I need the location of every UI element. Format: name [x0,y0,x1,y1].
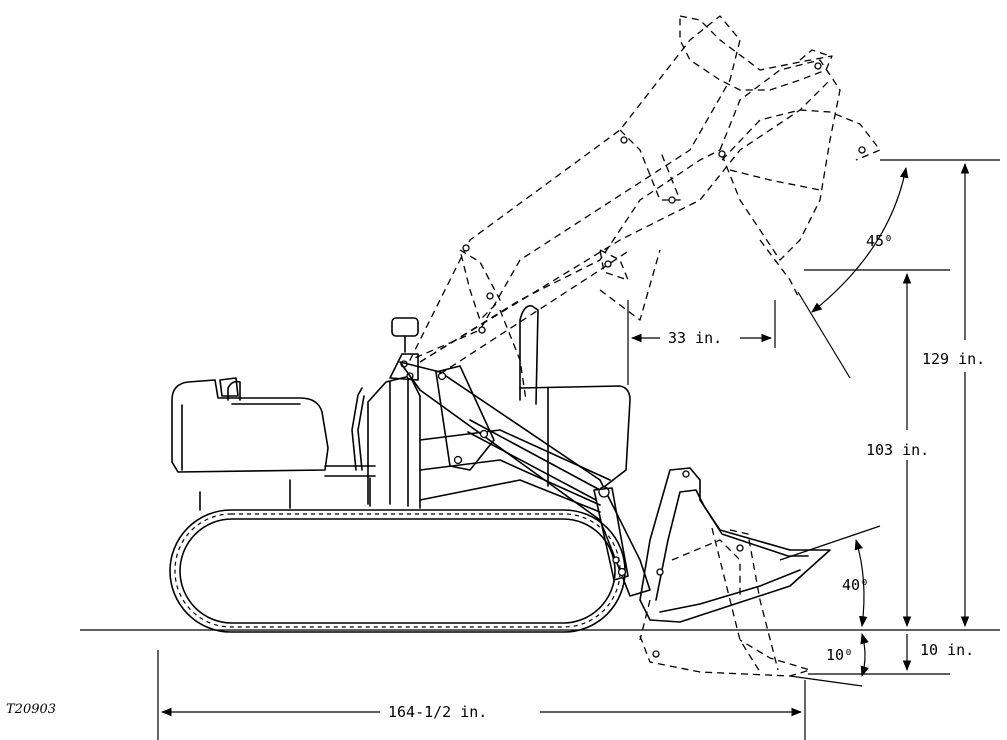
tractor-body [171,304,631,513]
crawler-track [169,509,626,633]
rollback-edge-line [779,525,881,561]
loader-arm-lowered [399,361,831,623]
max-height-label: 129 in. [922,350,985,368]
dump-edge-line [797,291,851,379]
loader-arm-raised [409,15,831,401]
dig-angle-arc [860,632,869,678]
rollback-angle-label: 40⁰ [842,576,869,594]
reach-label: 33 in. [668,329,722,347]
dim-reach [627,300,776,385]
dim-max-height [880,159,1000,628]
overall-length-label: 164-1/2 in. [388,703,487,721]
dump-angle-arc [811,166,909,313]
dim-digging-depth [808,634,950,675]
digging-depth-label: 10 in. [920,641,974,659]
dim-dump-clearance [804,269,950,628]
dig-angle-label: 10⁰ [826,646,853,664]
bucket-raised [679,15,881,301]
dig-edge-line [789,675,863,687]
dump-clearance-label: 103 in. [866,441,929,459]
figure-id: T20903 [6,702,56,717]
dim-overall-length [157,650,806,740]
rollback-angle-arc [854,538,868,628]
dump-angle-label: 45⁰ [866,232,893,250]
